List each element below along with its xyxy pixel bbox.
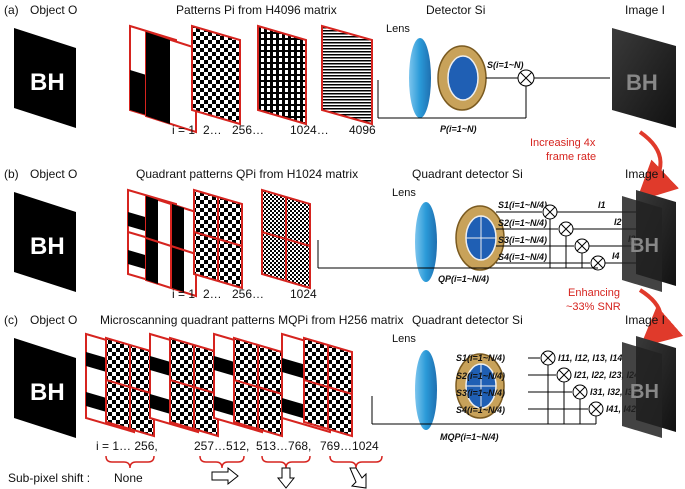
panel-b-image-title: Image I xyxy=(625,167,665,181)
panel-a-image-title: Image I xyxy=(625,3,665,17)
panel-b-lens-label: Lens xyxy=(392,187,416,199)
panel-c-image: BH xyxy=(622,336,676,438)
panel-b-object: BH xyxy=(14,192,76,292)
panel-b-pattern-signal-label: QP(i=1~N/4) xyxy=(438,274,489,284)
panel-a-patterns-title: Patterns Pi from H4096 matrix xyxy=(176,3,337,17)
panel-c-shift-none: None xyxy=(114,471,143,485)
arrow-right-icon xyxy=(211,466,239,486)
panel-c-multipliers xyxy=(371,350,604,425)
panel-b-channel-1: S1(i=1~N/4) xyxy=(498,200,547,210)
panel-b-index-2: 2… xyxy=(203,287,222,301)
panel-b-indices: i = 1 2… 256… 1024 xyxy=(172,287,317,301)
panel-c-patterns-title: Microscanning quadrant patterns MQPi fro… xyxy=(100,313,403,327)
panel-b-pattern-stack xyxy=(127,188,311,298)
panel-c-object: BH xyxy=(14,338,76,438)
panel-b-channels: S1(i=1~N/4) S2(i=1~N/4) S3(i=1~N/4) S4(i… xyxy=(498,200,547,262)
arrow-snr xyxy=(638,288,684,348)
panel-c-image-text: BH xyxy=(630,381,659,403)
panel-b-channel-4: S4(i=1~N/4) xyxy=(498,252,547,262)
panel-c-object-text: BH xyxy=(30,379,65,406)
panel-b-multipliers xyxy=(317,204,636,271)
panel-b: (b) Object O Quadrant patterns QPi from … xyxy=(4,167,676,301)
panel-a-indices: i = 1 2… 256… 1024… 4096 xyxy=(172,123,376,137)
panel-c-lens-label: Lens xyxy=(392,333,416,345)
panel-a-pattern-signal-label: P(i=1~N) xyxy=(440,124,477,134)
panel-c-index-group-3: 513…768, xyxy=(256,439,311,453)
panel-a-signal-label: S(i=1~N) xyxy=(487,60,524,70)
arrow-1-label-line-1: Increasing 4x xyxy=(530,137,596,149)
panel-c-image-title: Image I xyxy=(625,313,665,327)
panel-a-object-title: Object O xyxy=(30,3,77,17)
photodiode-icon xyxy=(455,353,505,419)
arrow-down-icon xyxy=(276,467,296,489)
circled-times-icon xyxy=(517,69,535,87)
panel-c-index-group-2: 257…512, xyxy=(194,439,249,453)
lens-icon xyxy=(415,202,437,282)
panel-a-detector-title: Detector Si xyxy=(426,3,485,17)
panel-c-index-group-1: i = 1… 256, xyxy=(96,439,158,453)
panel-c-channels: S1(i=1~N/4) S2(i=1~N/4) S3(i=1~N/4) S4(i… xyxy=(456,353,505,415)
panel-c-object-title: Object O xyxy=(30,313,77,327)
panel-b-intensity-2: I2 xyxy=(614,217,622,227)
panel-b-label: (b) xyxy=(4,167,19,181)
panel-c-channel-2: S2(i=1~N/4) xyxy=(456,371,505,381)
panel-a-pattern-stack xyxy=(129,24,373,134)
panel-c-label: (c) xyxy=(4,313,18,327)
photodiode-icon xyxy=(455,205,505,271)
lens-icon xyxy=(409,38,431,118)
arrow-frame-rate xyxy=(636,130,679,202)
panel-b-index-3: 256… xyxy=(232,287,264,301)
panel-a-index-5: 4096 xyxy=(349,123,376,137)
panel-c-pattern-stack xyxy=(85,332,353,438)
panel-c-channel-4: S4(i=1~N/4) xyxy=(456,405,505,415)
panel-b-channel-2: S2(i=1~N/4) xyxy=(498,218,547,228)
arrow-2-label-line-1: Enhancing xyxy=(568,287,620,299)
photodiode-icon xyxy=(437,45,487,111)
panel-c: (c) Object O Microscanning quadrant patt… xyxy=(4,313,676,489)
panel-b-image: BH xyxy=(622,190,676,292)
panel-b-patterns-title: Quadrant patterns QPi from H1024 matrix xyxy=(136,167,358,181)
panel-c-shift-label: Sub-pixel shift : xyxy=(8,471,90,485)
panel-c-index-groups: i = 1… 256, 257…512, 513…768, 769…1024 xyxy=(96,439,379,453)
panel-b-intensity-1: I1 xyxy=(598,200,606,210)
panel-b-index-4: 1024 xyxy=(290,287,317,301)
arrow-2-label-line-2: ~33% SNR xyxy=(566,301,621,313)
panel-a-index-4: 1024… xyxy=(290,123,329,137)
arrow-1-label-line-2: frame rate xyxy=(546,151,596,163)
panel-a-index-2: 2… xyxy=(203,123,222,137)
panel-a-label: (a) xyxy=(4,3,19,17)
panel-a-lens-label: Lens xyxy=(386,23,410,35)
panel-a-image: BH xyxy=(612,28,676,128)
panel-a-index-3: 256… xyxy=(232,123,264,137)
panel-a-object: BH xyxy=(14,28,76,128)
panel-a-index-1: i = 1 xyxy=(172,123,195,137)
panel-c-intensity-2: I21, I22, I23, I24 xyxy=(574,370,639,380)
panel-c-index-group-4: 769…1024 xyxy=(320,439,379,453)
panel-c-detector-title: Quadrant detector Si xyxy=(412,313,523,327)
lens-icon xyxy=(415,350,437,430)
panel-c-channel-3: S3(i=1~N/4) xyxy=(456,388,505,398)
panel-b-image-text: BH xyxy=(630,235,659,257)
panel-c-braces xyxy=(105,455,383,469)
panel-c-channel-1: S1(i=1~N/4) xyxy=(456,353,505,363)
panel-a-object-text: BH xyxy=(30,69,65,96)
panel-b-channel-3: S3(i=1~N/4) xyxy=(498,235,547,245)
panel-a: (a) Object O Patterns Pi from H4096 matr… xyxy=(4,3,676,137)
panel-c-intensity-1: I11, I12, I13, I14 xyxy=(558,353,622,363)
panel-b-object-text: BH xyxy=(30,233,65,260)
panel-b-intensity-4: I4 xyxy=(612,251,620,261)
panel-a-image-text: BH xyxy=(626,70,658,95)
panel-b-object-title: Object O xyxy=(30,167,77,181)
panel-c-pattern-signal-label: MQP(i=1~N/4) xyxy=(440,432,499,442)
panel-b-detector-title: Quadrant detector Si xyxy=(412,167,523,181)
panel-b-index-1: i = 1 xyxy=(172,287,195,301)
arrow-down-right-icon xyxy=(349,467,367,489)
